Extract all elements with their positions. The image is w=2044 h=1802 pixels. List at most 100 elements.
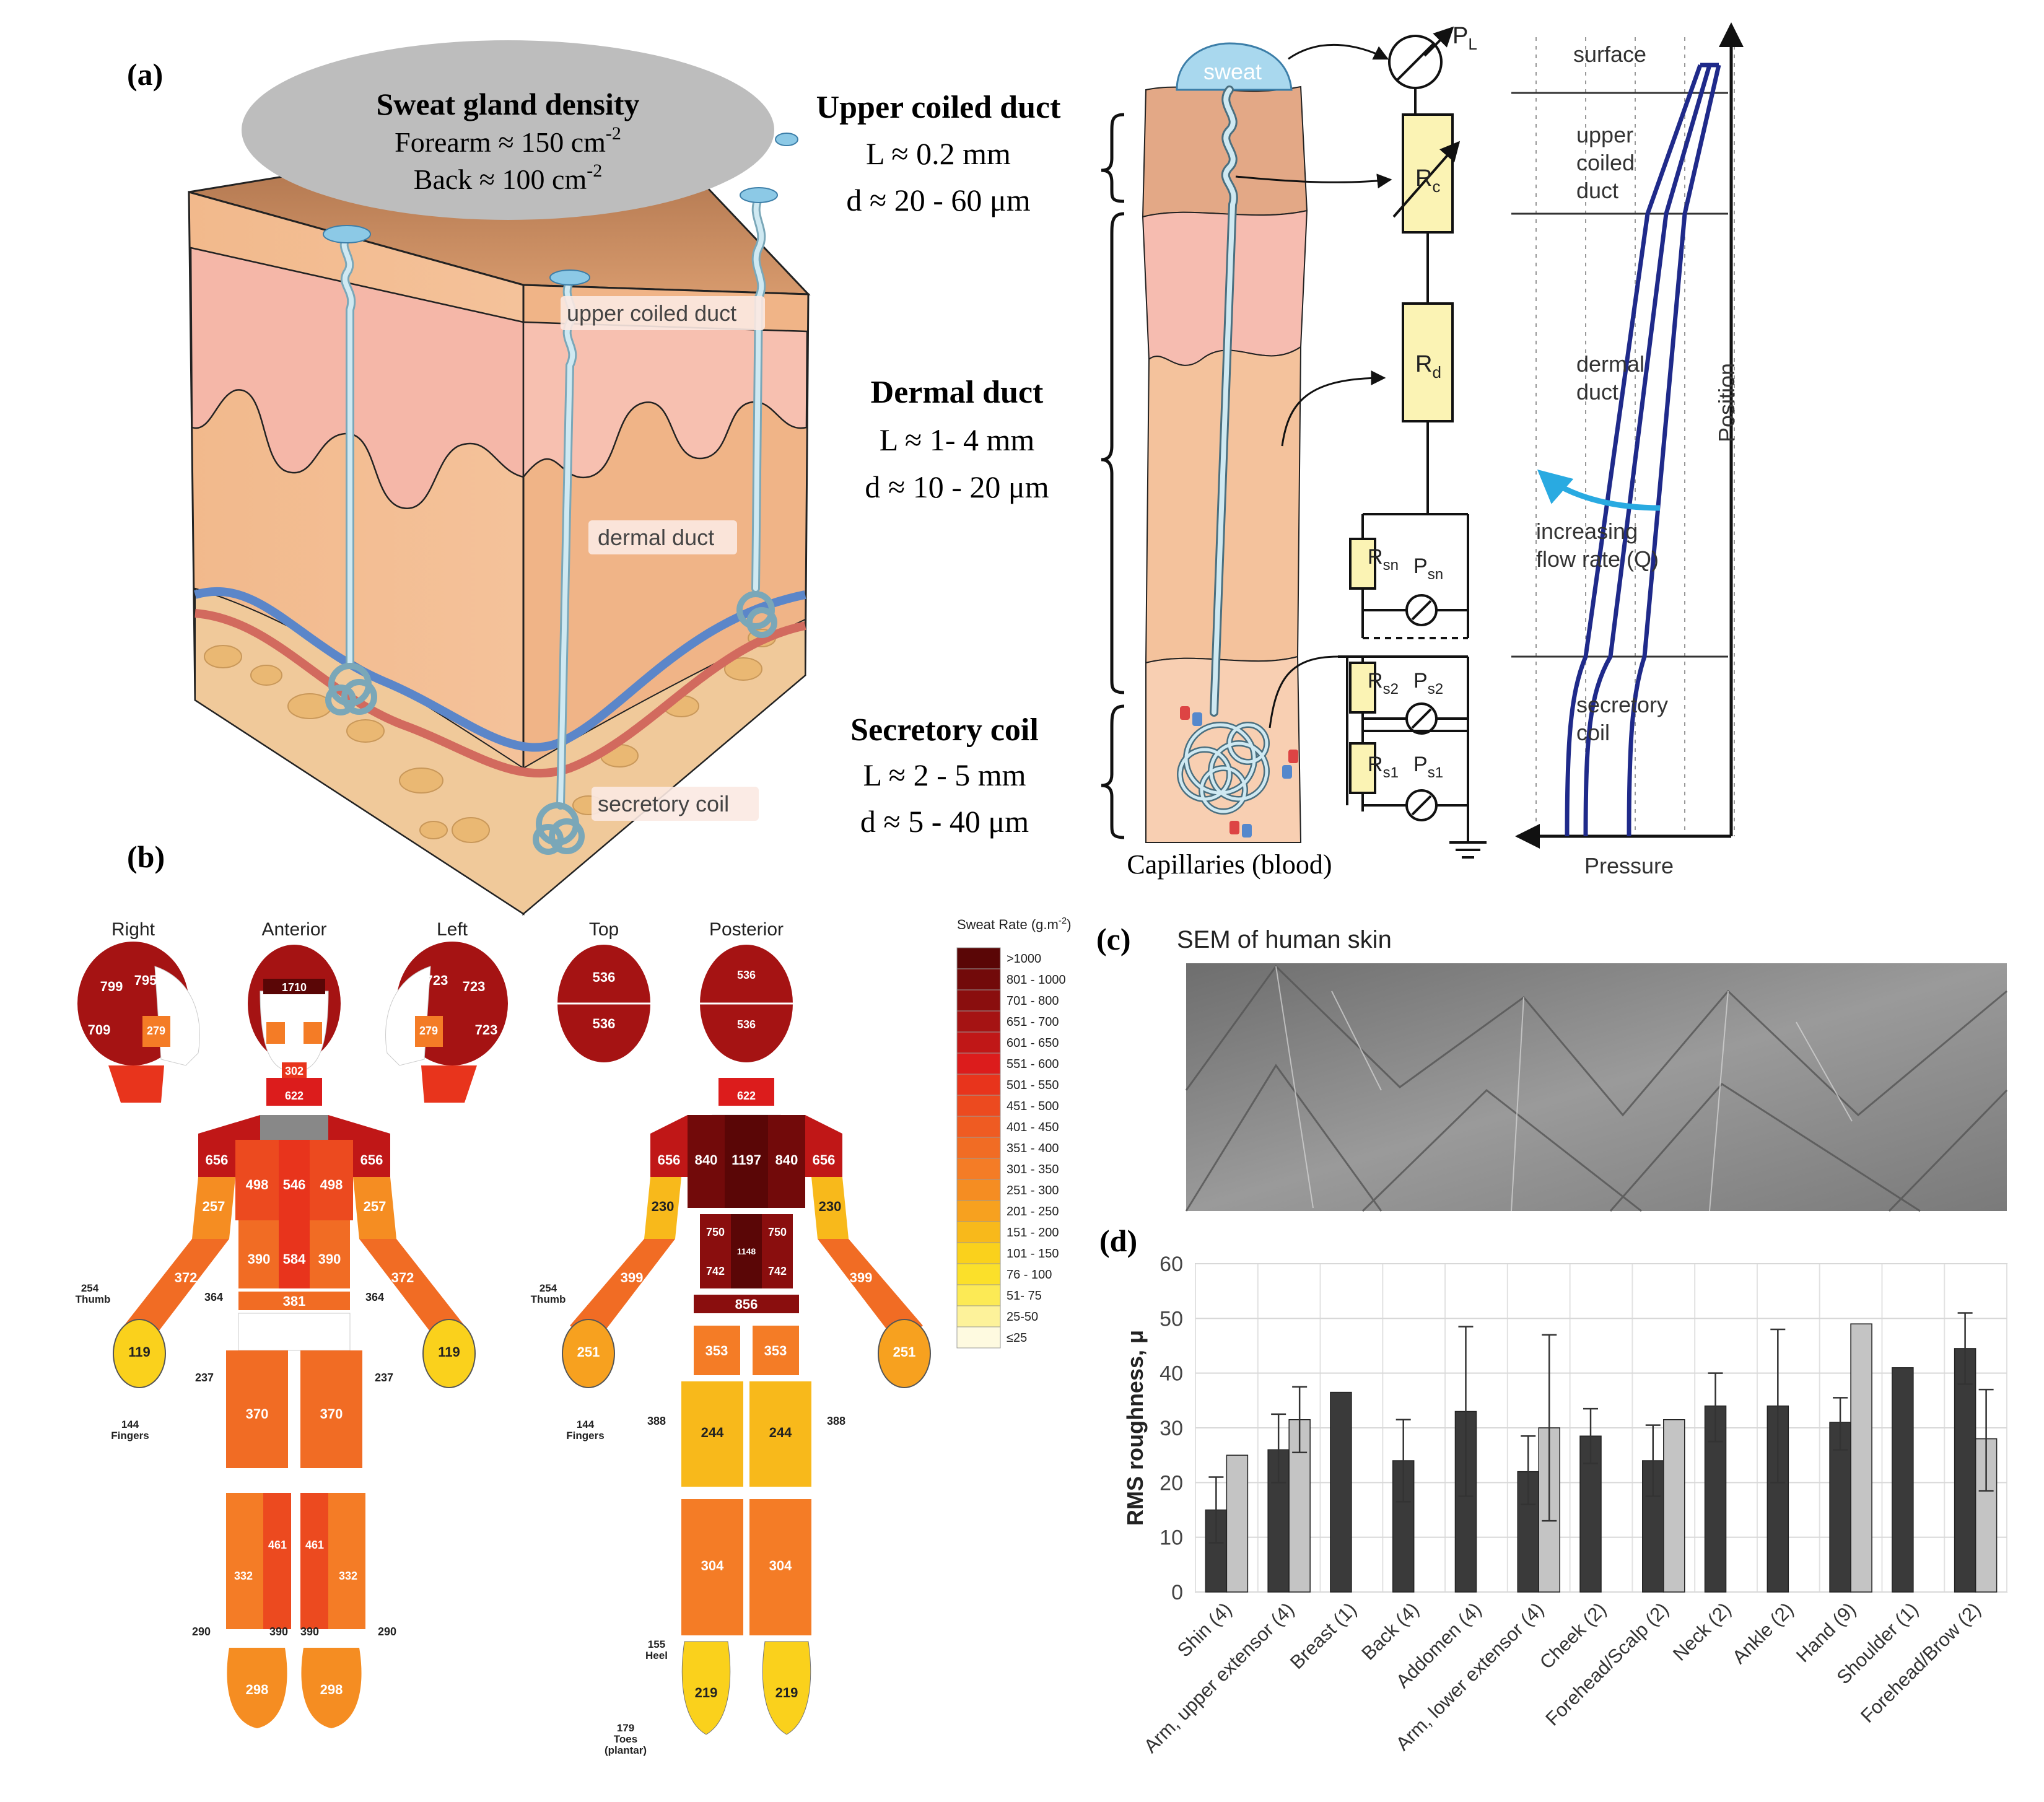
svg-text:1710: 1710 xyxy=(282,981,307,994)
svg-text:536: 536 xyxy=(593,1016,616,1031)
legend-label: 351 - 400 xyxy=(1007,1142,1059,1155)
svg-text:254: 254 xyxy=(81,1282,99,1294)
svg-text:353: 353 xyxy=(764,1343,787,1358)
svg-text:498: 498 xyxy=(320,1177,343,1192)
label-sec1: secretory xyxy=(1576,692,1668,717)
legend-label: 101 - 150 xyxy=(1007,1247,1059,1261)
y-axis-label: RMS roughness, μ xyxy=(1122,1330,1148,1526)
legend-swatch xyxy=(956,1179,1001,1201)
dim-secretory-title: Secretory coil xyxy=(850,712,1039,748)
Ps2-gauge xyxy=(1405,702,1438,735)
Ps1-gauge xyxy=(1405,789,1438,821)
label-upper-coiled-duct: upper coiled duct xyxy=(567,300,736,326)
svg-text:230: 230 xyxy=(652,1199,675,1214)
label-position: Position xyxy=(1714,363,1739,442)
circuit-labels: PL Rc Rd Rsn Psn Rs2 Ps2 Rs1 Ps1 xyxy=(1368,23,1477,781)
legend-label: 551 - 600 xyxy=(1007,1057,1059,1071)
PL-label: PL xyxy=(1452,23,1477,53)
Rc-resistor xyxy=(1402,113,1454,234)
panel-label-c: (c) xyxy=(1096,922,1131,956)
view-top: Top xyxy=(589,919,619,940)
svg-text:353: 353 xyxy=(705,1343,728,1358)
Rs1-resistor xyxy=(1349,742,1376,794)
legend-label: 76 - 100 xyxy=(1007,1268,1052,1282)
label-flow2: flow rate (Q) xyxy=(1536,546,1659,572)
density-back: Back ≈ 100 cm-2 xyxy=(414,160,602,195)
Rsn-resistor xyxy=(1349,538,1376,590)
x-tick-label: Breast (1) xyxy=(1286,1598,1361,1673)
svg-text:144: 144 xyxy=(121,1419,139,1430)
svg-text:546: 546 xyxy=(283,1177,306,1192)
view-anterior: Anterior xyxy=(261,919,326,940)
side-r: 364 xyxy=(365,1291,384,1303)
x-tick-label: Forehead/Scalp (2) xyxy=(1541,1598,1672,1730)
Rs1-label: Rs1 xyxy=(1368,753,1399,781)
legend-label: 651 - 700 xyxy=(1007,1015,1059,1029)
svg-text:656: 656 xyxy=(658,1152,681,1168)
svg-text:390: 390 xyxy=(300,1625,319,1638)
legend-label: ≤25 xyxy=(1007,1331,1027,1345)
svg-text:279: 279 xyxy=(147,1025,165,1037)
label-bg-secretory xyxy=(592,787,759,821)
legend-swatch xyxy=(956,968,1001,991)
label-secretory-coil: secretory coil xyxy=(598,791,729,816)
x-tick-label: Ankle (2) xyxy=(1728,1598,1797,1668)
svg-text:723: 723 xyxy=(426,973,448,988)
dim-upper-L: L ≈ 0.2 mm xyxy=(866,136,1011,171)
svg-text:251: 251 xyxy=(577,1344,600,1360)
svg-text:622: 622 xyxy=(737,1090,756,1102)
svg-text:656: 656 xyxy=(206,1152,229,1168)
legend-label: 451 - 500 xyxy=(1007,1100,1059,1113)
dim-dermal-L: L ≈ 1- 4 mm xyxy=(880,422,1035,457)
panel-label-b: (b) xyxy=(127,839,165,874)
legend-label: 301 - 350 xyxy=(1007,1163,1059,1176)
svg-text:372: 372 xyxy=(175,1270,198,1285)
legend-swatch xyxy=(956,1095,1001,1117)
Rsn-label: Rsn xyxy=(1368,545,1399,574)
y-tick-label: 50 xyxy=(1160,1307,1183,1331)
x-tick-label: Shin (4) xyxy=(1173,1598,1236,1661)
pressure-labels: surface upper coiled duct dermal duct in… xyxy=(1536,42,1739,878)
svg-text:388: 388 xyxy=(827,1415,845,1427)
svg-text:370: 370 xyxy=(246,1406,269,1422)
label-upper1: upper xyxy=(1576,122,1633,147)
secretory-coils xyxy=(325,591,777,855)
svg-text:Heel: Heel xyxy=(645,1650,668,1661)
svg-text:257: 257 xyxy=(364,1199,387,1214)
svg-text:1197: 1197 xyxy=(732,1152,761,1168)
svg-text:298: 298 xyxy=(246,1682,269,1697)
legend-label: 501 - 550 xyxy=(1007,1078,1059,1092)
label-dermal2: duct xyxy=(1576,379,1618,405)
Psn-label: Psn xyxy=(1413,554,1443,583)
gland-coil-inner xyxy=(1178,723,1269,813)
svg-text:119: 119 xyxy=(438,1344,460,1360)
arrow-sweat-PL xyxy=(1288,43,1389,60)
svg-text:302: 302 xyxy=(285,1065,304,1077)
label-dermal-duct: dermal duct xyxy=(598,525,714,550)
sweat-label: sweat xyxy=(1203,59,1262,84)
label-pressure: Pressure xyxy=(1584,853,1674,878)
arrow-upper-Rc xyxy=(1235,173,1392,189)
gland-duct-inner xyxy=(1212,87,1236,715)
svg-text:290: 290 xyxy=(378,1625,396,1638)
label-surface: surface xyxy=(1573,42,1646,67)
svg-text:795: 795 xyxy=(134,973,157,988)
legend-label: 201 - 250 xyxy=(1007,1205,1059,1218)
view-right: Right xyxy=(111,919,155,940)
svg-text:498: 498 xyxy=(246,1177,269,1192)
dim-secretory-d: d ≈ 5 - 40 μm xyxy=(860,804,1029,839)
Rd-label: Rd xyxy=(1415,351,1441,382)
svg-text:1148: 1148 xyxy=(737,1246,756,1256)
svg-text:723: 723 xyxy=(463,979,486,994)
legend-label: 701 - 800 xyxy=(1007,994,1059,1008)
side-l: 364 xyxy=(204,1291,223,1303)
head-right-side: 799 795 709 279 xyxy=(77,942,200,1103)
svg-text:742: 742 xyxy=(768,1265,787,1277)
legend-swatch xyxy=(956,1221,1001,1243)
legend-swatch xyxy=(956,1263,1001,1285)
legend-swatch xyxy=(956,1284,1001,1306)
Ps2-label: Ps2 xyxy=(1413,669,1443,698)
view-labels: Right Anterior Left Top Posterior xyxy=(111,919,784,940)
